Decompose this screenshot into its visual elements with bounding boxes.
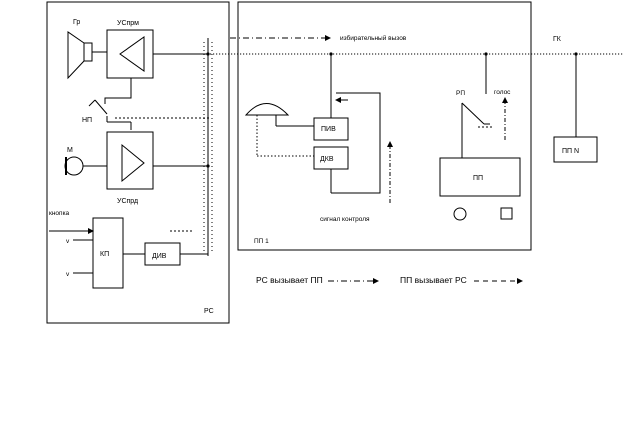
- div-label: ДИВ: [152, 253, 167, 260]
- relay-label: РП: [456, 90, 465, 97]
- relay-rp: [461, 102, 494, 158]
- switch-label: НП: [82, 117, 92, 124]
- button-contact-2: v: [66, 271, 70, 278]
- gk-label: ГК: [553, 36, 562, 43]
- rs-frame: [46, 1, 230, 324]
- square-button-icon: [500, 207, 513, 220]
- ppn-block: [553, 136, 598, 163]
- kp-label: КП: [100, 251, 109, 258]
- pp-label: ПП: [473, 175, 483, 182]
- button-label: кнопка: [49, 210, 70, 217]
- legend-rs-calls-pp: РС вызывает ПП: [256, 275, 323, 285]
- receiver-amplifier-label: УСпрм: [117, 20, 139, 27]
- microphone-icon: [64, 156, 84, 176]
- transmitter-amplifier-block: [106, 131, 154, 190]
- dkv-label: ДКВ: [320, 156, 334, 163]
- piv-label: ПИВ: [321, 126, 336, 133]
- rs-label: РС: [204, 308, 214, 315]
- pp1-frame: [237, 1, 532, 251]
- transmitter-amplifier-label: УСпрд: [117, 198, 138, 205]
- circle-button-icon: [453, 207, 467, 221]
- handset-icon: [244, 103, 290, 156]
- microphone-label: М: [67, 147, 73, 154]
- ppn-label: ПП N: [562, 148, 579, 155]
- kp-block: [92, 217, 124, 289]
- voice-label: голос: [494, 89, 511, 96]
- receiver-amplifier-block: [106, 29, 154, 79]
- speaker-label: Гр: [73, 19, 80, 26]
- switch-np: [88, 99, 132, 130]
- button-contact-1: v: [66, 238, 70, 245]
- speaker-icon: [67, 31, 93, 80]
- legend-pp-calls-rs: ПП вызывает РС: [400, 275, 467, 285]
- control-signal-label: сигнал контроля: [320, 216, 370, 223]
- selective-call-label: избирательный вызов: [340, 34, 407, 42]
- legend: РС вызывает ПП ПП вызывает РС: [256, 275, 523, 285]
- pp1-label: ПП 1: [254, 238, 269, 245]
- pp-block: [439, 157, 521, 197]
